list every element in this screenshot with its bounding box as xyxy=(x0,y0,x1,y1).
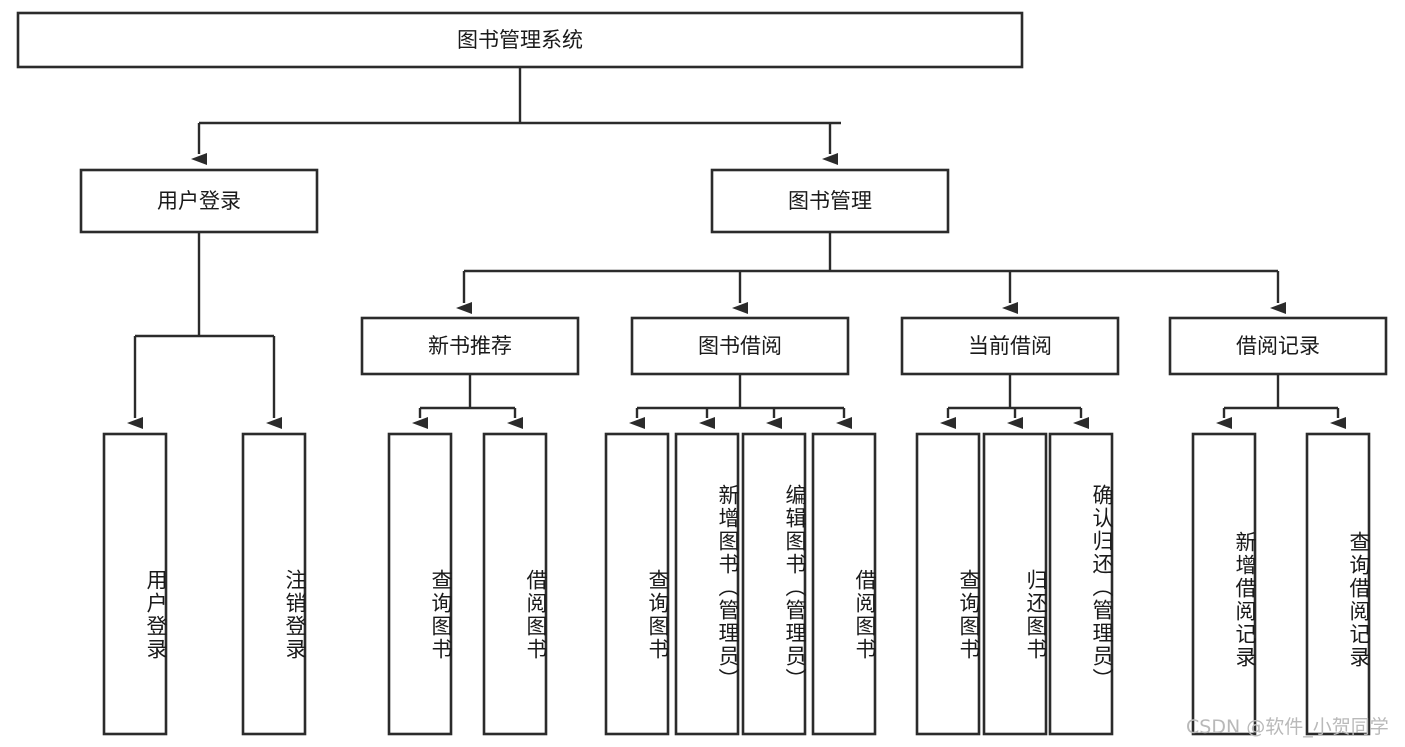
connector-record-to-leaves xyxy=(1216,374,1346,429)
leaf-box-confirm-return-admin[interactable] xyxy=(1048,432,1114,736)
leaf-box-return-book[interactable] xyxy=(982,432,1048,736)
connector-book-mgmt-to-level3 xyxy=(456,232,1286,314)
leaf-box-edit-book-admin[interactable] xyxy=(741,432,807,736)
node-book-borrow-label: 图书借阅 xyxy=(698,334,782,358)
connector-root-to-level2 xyxy=(191,67,841,165)
leaf-box-query-book-2[interactable] xyxy=(604,432,670,736)
node-user-login-label: 用户登录 xyxy=(157,189,241,213)
node-current-borrow-label: 当前借阅 xyxy=(968,334,1052,358)
leaf-box-add-book-admin[interactable] xyxy=(674,432,740,736)
connector-current-borrow-to-leaves xyxy=(940,374,1089,429)
node-borrow-record-label: 借阅记录 xyxy=(1236,334,1320,358)
leaf-box-borrow-book-1[interactable] xyxy=(482,432,548,736)
leaf-box-query-record[interactable] xyxy=(1305,432,1371,736)
node-new-book-recommend-label: 新书推荐 xyxy=(428,334,512,358)
connector-user-login-to-leaves xyxy=(127,232,282,429)
node-book-management-label: 图书管理 xyxy=(788,189,872,213)
leaf-box-user-login[interactable] xyxy=(102,432,168,736)
leaf-box-logout[interactable] xyxy=(241,432,307,736)
node-borrow-record[interactable]: 借阅记录 xyxy=(1168,316,1388,376)
node-current-borrow[interactable]: 当前借阅 xyxy=(900,316,1120,376)
node-root-label: 图书管理系统 xyxy=(457,28,583,52)
node-book-management[interactable]: 图书管理 xyxy=(710,168,950,234)
node-root[interactable]: 图书管理系统 xyxy=(16,11,1024,69)
node-book-borrow[interactable]: 图书借阅 xyxy=(630,316,850,376)
node-user-login[interactable]: 用户登录 xyxy=(79,168,319,234)
connector-borrow-to-leaves xyxy=(629,374,852,429)
connector-new-book-to-leaves xyxy=(412,374,523,429)
leaf-box-add-record[interactable] xyxy=(1191,432,1257,736)
node-new-book-recommend[interactable]: 新书推荐 xyxy=(360,316,580,376)
leaf-box-query-book-1[interactable] xyxy=(387,432,453,736)
watermark: CSDN @软件_小贺同学 xyxy=(1186,716,1389,738)
leaf-box-borrow-book-2[interactable] xyxy=(811,432,877,736)
leaf-box-query-book-3[interactable] xyxy=(915,432,981,736)
